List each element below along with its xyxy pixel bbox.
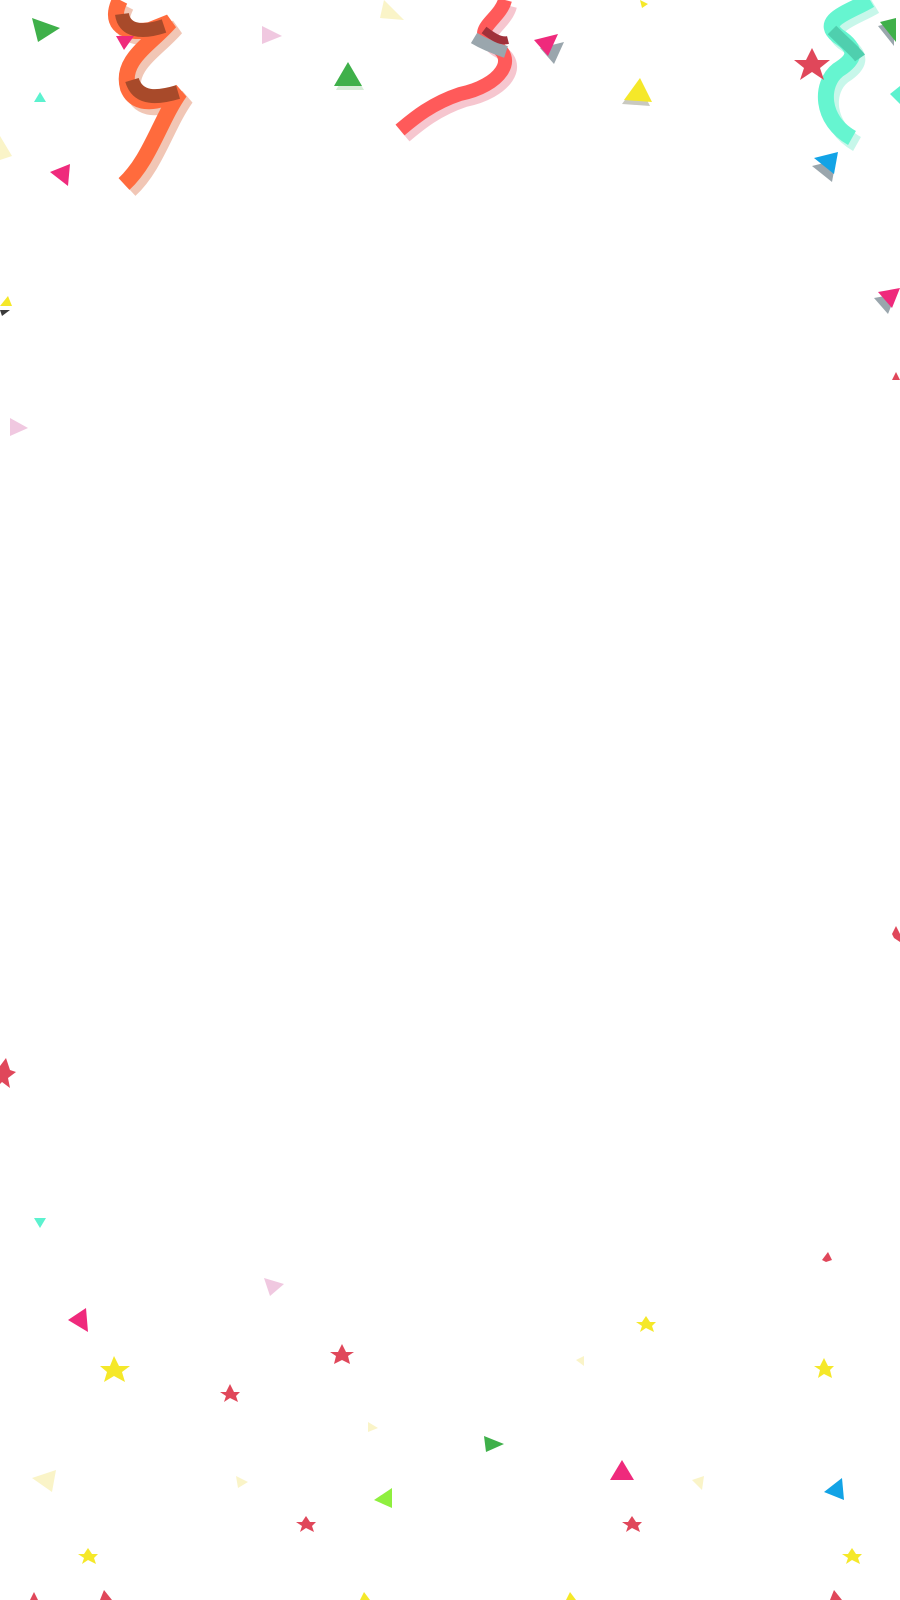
confetti-triangle bbox=[830, 1590, 842, 1600]
confetti-triangle bbox=[334, 62, 362, 86]
confetti-triangle bbox=[374, 1488, 392, 1508]
confetti-triangle bbox=[880, 18, 896, 42]
confetti-triangle bbox=[624, 78, 652, 102]
confetti-triangle bbox=[32, 1470, 56, 1492]
confetti-triangle bbox=[566, 1592, 576, 1600]
confetti-triangle bbox=[360, 1592, 370, 1600]
confetti-star bbox=[622, 1516, 642, 1532]
confetti-triangle bbox=[484, 1436, 504, 1452]
confetti-triangle bbox=[824, 1478, 844, 1500]
confetti-triangle bbox=[50, 164, 70, 186]
confetti-star bbox=[100, 1356, 130, 1382]
red-streamer bbox=[395, 0, 517, 142]
confetti-pieces-top bbox=[0, 0, 900, 436]
confetti-triangle bbox=[34, 1218, 46, 1228]
confetti-triangle bbox=[576, 1356, 584, 1366]
confetti-star bbox=[814, 1358, 834, 1378]
confetti-triangle bbox=[236, 1476, 248, 1488]
confetti-triangle bbox=[814, 152, 838, 174]
confetti-star bbox=[330, 1344, 354, 1364]
confetti-triangle bbox=[0, 136, 12, 160]
confetti-triangle bbox=[34, 92, 46, 102]
confetti-triangle bbox=[32, 18, 60, 42]
confetti-triangle bbox=[878, 288, 900, 308]
confetti-star bbox=[0, 1058, 16, 1088]
confetti-triangle bbox=[640, 0, 648, 8]
confetti-triangle bbox=[692, 1476, 704, 1490]
confetti-triangle bbox=[0, 296, 12, 306]
confetti-star bbox=[822, 1252, 832, 1262]
confetti-triangle bbox=[264, 1278, 284, 1296]
confetti-pieces-mid bbox=[0, 926, 900, 1088]
orange-streamer bbox=[108, 0, 193, 196]
confetti-triangle bbox=[100, 1590, 112, 1600]
confetti-star bbox=[220, 1384, 240, 1402]
confetti-triangle bbox=[262, 26, 282, 44]
confetti-pieces-bottom bbox=[30, 1218, 862, 1600]
confetti-triangle bbox=[68, 1308, 88, 1332]
confetti-triangle bbox=[890, 86, 900, 104]
confetti-star bbox=[794, 48, 830, 80]
confetti-star bbox=[296, 1516, 316, 1532]
confetti-triangle bbox=[368, 1422, 378, 1432]
confetti-triangle bbox=[534, 34, 558, 56]
confetti-star bbox=[842, 1548, 862, 1564]
confetti-star bbox=[892, 926, 900, 942]
confetti-triangle bbox=[116, 36, 134, 50]
teal-streamer bbox=[817, 0, 880, 151]
confetti-triangle bbox=[0, 310, 10, 316]
confetti-star bbox=[78, 1548, 98, 1564]
confetti-star bbox=[30, 1592, 38, 1600]
confetti-triangle bbox=[10, 418, 28, 436]
confetti-triangle bbox=[380, 0, 404, 20]
confetti-star bbox=[892, 372, 900, 380]
confetti-triangle bbox=[610, 1460, 634, 1480]
confetti-star bbox=[636, 1316, 656, 1332]
